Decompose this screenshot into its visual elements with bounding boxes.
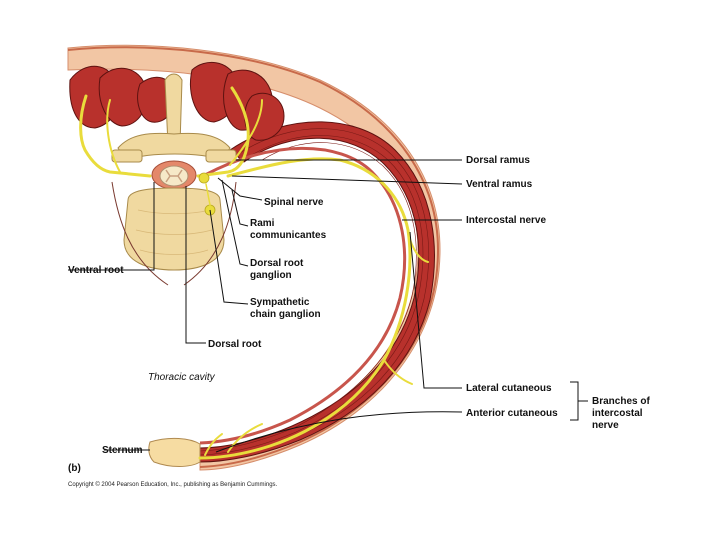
label-thoracic-cavity: Thoracic cavity xyxy=(148,372,216,383)
sternum-bone xyxy=(148,437,201,467)
label-lateral-cutaneous: Lateral cutaneous xyxy=(466,383,552,394)
vertebra xyxy=(111,73,237,286)
label-dorsal-root: Dorsal root xyxy=(208,339,262,350)
body-wall-skin xyxy=(67,44,441,471)
gray-matter xyxy=(165,169,183,183)
label-rami-line-1: Rami xyxy=(250,218,275,229)
skin-outline xyxy=(67,46,440,468)
leader-lines xyxy=(68,159,588,453)
transverse-process-left xyxy=(111,149,143,163)
label-drg-line-1: Dorsal root xyxy=(250,258,304,269)
intercostal-nerve-path xyxy=(198,157,412,460)
label-branches-line-3: nerve xyxy=(592,420,619,431)
label-sternum: Sternum xyxy=(102,445,143,456)
muscle-striation-1 xyxy=(199,135,424,456)
thoracic-lining xyxy=(199,146,407,445)
nerves xyxy=(79,86,429,460)
body-wall-cross-section xyxy=(111,181,237,286)
dorsal-root-ganglion-shape xyxy=(198,172,210,184)
copyright-notice: Copyright © 2004 Pearson Education, Inc.… xyxy=(68,481,278,488)
label-rami-line-2: communicantes xyxy=(250,230,327,241)
label-sympathetic-line-1: Sympathetic xyxy=(250,297,310,308)
label-ventral-root: Ventral root xyxy=(68,265,124,276)
label-drg-line-2: ganglion xyxy=(250,270,292,281)
vertebral-arch xyxy=(117,132,231,161)
label-sympathetic-line-2: chain ganglion xyxy=(250,309,321,320)
panel-label: (b) xyxy=(68,463,81,474)
label-anterior-cutaneous: Anterior cutaneous xyxy=(466,408,558,419)
label-branches-line-1: Branches of xyxy=(592,396,650,407)
transverse-process-right xyxy=(205,149,237,163)
branches-bracket xyxy=(570,381,588,421)
vertebral-body-texture xyxy=(135,209,213,255)
vertebral-body xyxy=(123,187,225,271)
muscle-striation-2 xyxy=(199,128,429,460)
label-spinal-nerve: Spinal nerve xyxy=(264,197,324,208)
label-branches-line-2: intercostal xyxy=(592,408,643,419)
label-dorsal-ramus: Dorsal ramus xyxy=(466,155,530,166)
muscle-striation-3 xyxy=(199,142,417,452)
label-intercostal-nerve: Intercostal nerve xyxy=(466,215,546,226)
label-ventral-ramus: Ventral ramus xyxy=(466,179,533,190)
